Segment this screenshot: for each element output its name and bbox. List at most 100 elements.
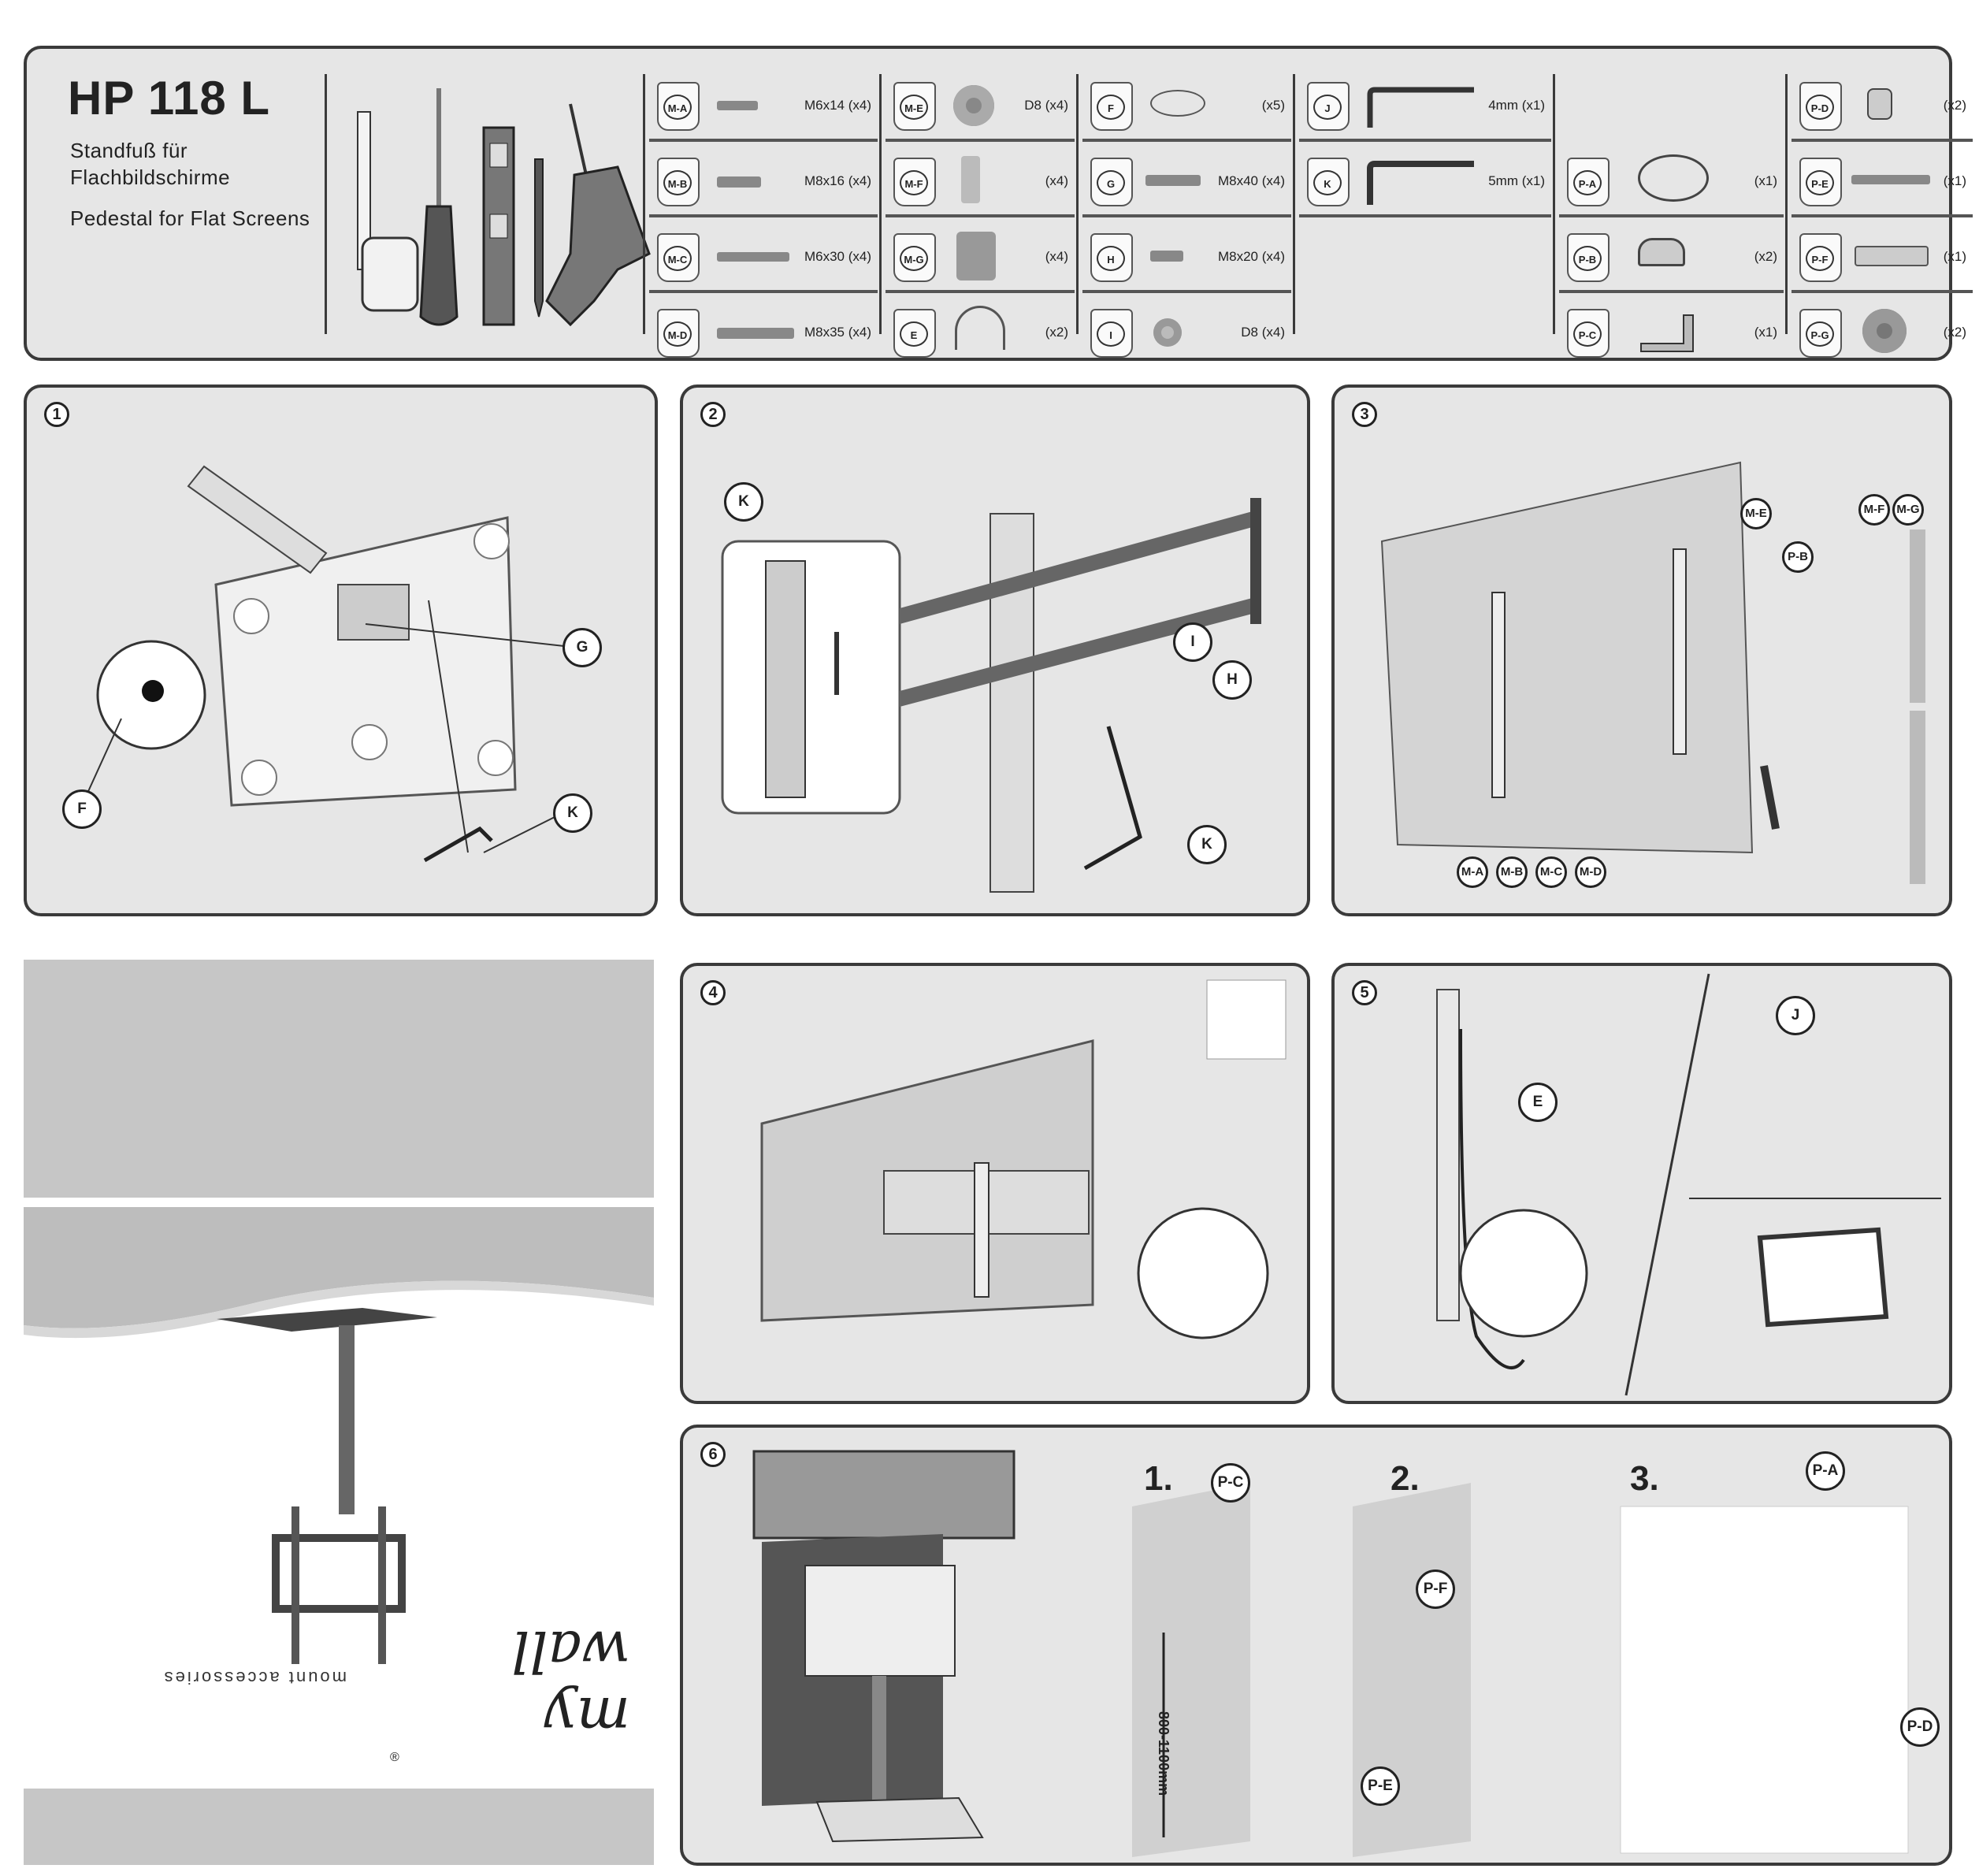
part-item: P-E (x1): [1791, 148, 1973, 217]
part-item: M-D M8x35 (x4): [649, 299, 878, 369]
allen-key-icon: [423, 826, 493, 863]
step-number: 2: [700, 402, 726, 427]
step-number: 6: [700, 1442, 726, 1467]
divider: [1293, 74, 1295, 334]
part-spec: (x2): [1943, 325, 1966, 340]
bag-icon: M-D: [657, 309, 700, 358]
substep-3: 3.: [1630, 1459, 1659, 1498]
bag-icon: J: [1307, 82, 1350, 131]
divider: [643, 74, 645, 334]
divider: [879, 74, 882, 334]
washer-icon: [1862, 309, 1907, 353]
mount-post: [974, 1162, 990, 1298]
callout-m-c: M-C: [1535, 856, 1567, 888]
subtitle-de-1: Standfuß für: [70, 139, 188, 162]
part-item: M-A M6x14 (x4): [649, 72, 878, 142]
step-4-panel: 4: [680, 963, 1310, 1404]
step-number: 1: [44, 402, 69, 427]
pad-dot: [142, 680, 164, 702]
pencil-icon: [534, 158, 544, 318]
washer-icon: [1153, 318, 1182, 347]
callout-m-d: M-D: [1575, 856, 1606, 888]
step-number: 3: [1352, 402, 1377, 427]
screwdriver-icon: [419, 88, 459, 326]
divider: [325, 74, 327, 334]
bag-icon: H: [1090, 233, 1133, 282]
callout-p-b: P-B: [1782, 541, 1814, 573]
spacer-icon: [961, 156, 980, 203]
bag-icon: E: [893, 309, 936, 358]
brand-tagline: mount accessories: [162, 1668, 347, 1688]
step-3-detail: [1620, 1506, 1909, 1854]
bag-icon: I: [1090, 309, 1133, 358]
washer-icon: [953, 85, 994, 126]
ceiling-mount-product: [217, 1308, 437, 1664]
part-spec: M8x35 (x4): [804, 325, 871, 340]
part-spec: M8x16 (x4): [804, 173, 871, 188]
bag-icon: K: [1307, 158, 1350, 206]
callout-m-e: M-E: [1740, 498, 1772, 529]
bag-icon: F: [1090, 82, 1133, 131]
part-spec: (x1): [1943, 173, 1966, 188]
cover-bottom-block: [24, 1789, 654, 1865]
stand-base: [815, 1796, 984, 1843]
measure-label: 800-1100mm: [1156, 1711, 1171, 1796]
step-5-panel: 5 E J: [1331, 963, 1952, 1404]
pad-icon: [1150, 90, 1205, 117]
bag-icon: P-C: [1567, 309, 1610, 358]
callout-k: K: [724, 482, 763, 522]
detail-circle: [1459, 1209, 1588, 1338]
step-6-illustration: [752, 1450, 1909, 1857]
wall-panel-1: [1132, 1483, 1250, 1857]
part-item: M-G (x4): [886, 224, 1075, 293]
part-spec: (x4): [1045, 173, 1068, 188]
part-item: P-C (x1): [1559, 299, 1784, 369]
part-item: P-B (x2): [1559, 224, 1784, 293]
subtitle-de-2: Flachbildschirme: [70, 165, 231, 189]
part-item: I D8 (x4): [1082, 299, 1291, 369]
callout-f: F: [62, 789, 102, 829]
tools-illustration: [357, 88, 651, 327]
step-3-illustration: [1380, 461, 1925, 884]
callout-j: J: [1776, 996, 1815, 1035]
part-item: E (x2): [886, 299, 1075, 369]
tv-back: [1380, 461, 1754, 854]
part-spec: (x2): [1943, 98, 1966, 113]
subtitle-en: Pedestal for Flat Screens: [70, 206, 310, 230]
bag-icon: P-E: [1799, 158, 1842, 206]
callout-e: E: [1518, 1083, 1558, 1122]
cable-holder-icon: [1867, 88, 1892, 120]
part-spec: (x1): [1754, 173, 1777, 188]
divider: [1785, 74, 1788, 334]
divider-line: [1624, 973, 1710, 1396]
substep-2: 2.: [1390, 1459, 1420, 1498]
two-person-icon: [1206, 979, 1287, 1060]
callout-p-d: P-D: [1900, 1707, 1940, 1747]
bag-icon: M-A: [657, 82, 700, 131]
bag-icon: P-B: [1567, 233, 1610, 282]
part-item: P-D (x2): [1791, 72, 1973, 142]
mounting-rails: [900, 498, 1261, 707]
bag-icon: P-F: [1799, 233, 1842, 282]
part-item: P-A (x1): [1559, 148, 1784, 217]
callout-m-g: M-G: [1892, 494, 1924, 526]
part-spec: (x1): [1943, 249, 1966, 264]
step-2-panel: 2 K I H K: [680, 384, 1310, 916]
callout-m-a: M-A: [1457, 856, 1488, 888]
cover-image: mount accessories my wall ®: [24, 1207, 654, 1782]
bag-icon: M-G: [893, 233, 936, 282]
callout-k: K: [1187, 825, 1227, 864]
screw-icon: [717, 252, 789, 262]
callout-p-c: P-C: [1211, 1463, 1250, 1503]
brand-reg: ®: [390, 1751, 399, 1764]
cable-tie-icon: [1638, 154, 1709, 202]
step-2-illustration: [721, 498, 1261, 893]
tape-measure-icon: [357, 111, 419, 312]
part-item: F (x5): [1082, 72, 1291, 142]
callout-p-a: P-A: [1806, 1451, 1845, 1491]
part-item: M-F (x4): [886, 148, 1075, 217]
upright-arm: [187, 465, 328, 574]
bracket-right: [1673, 548, 1687, 755]
model-title: HP 118 L: [68, 72, 271, 124]
wall-plug-icon: [1855, 246, 1929, 266]
